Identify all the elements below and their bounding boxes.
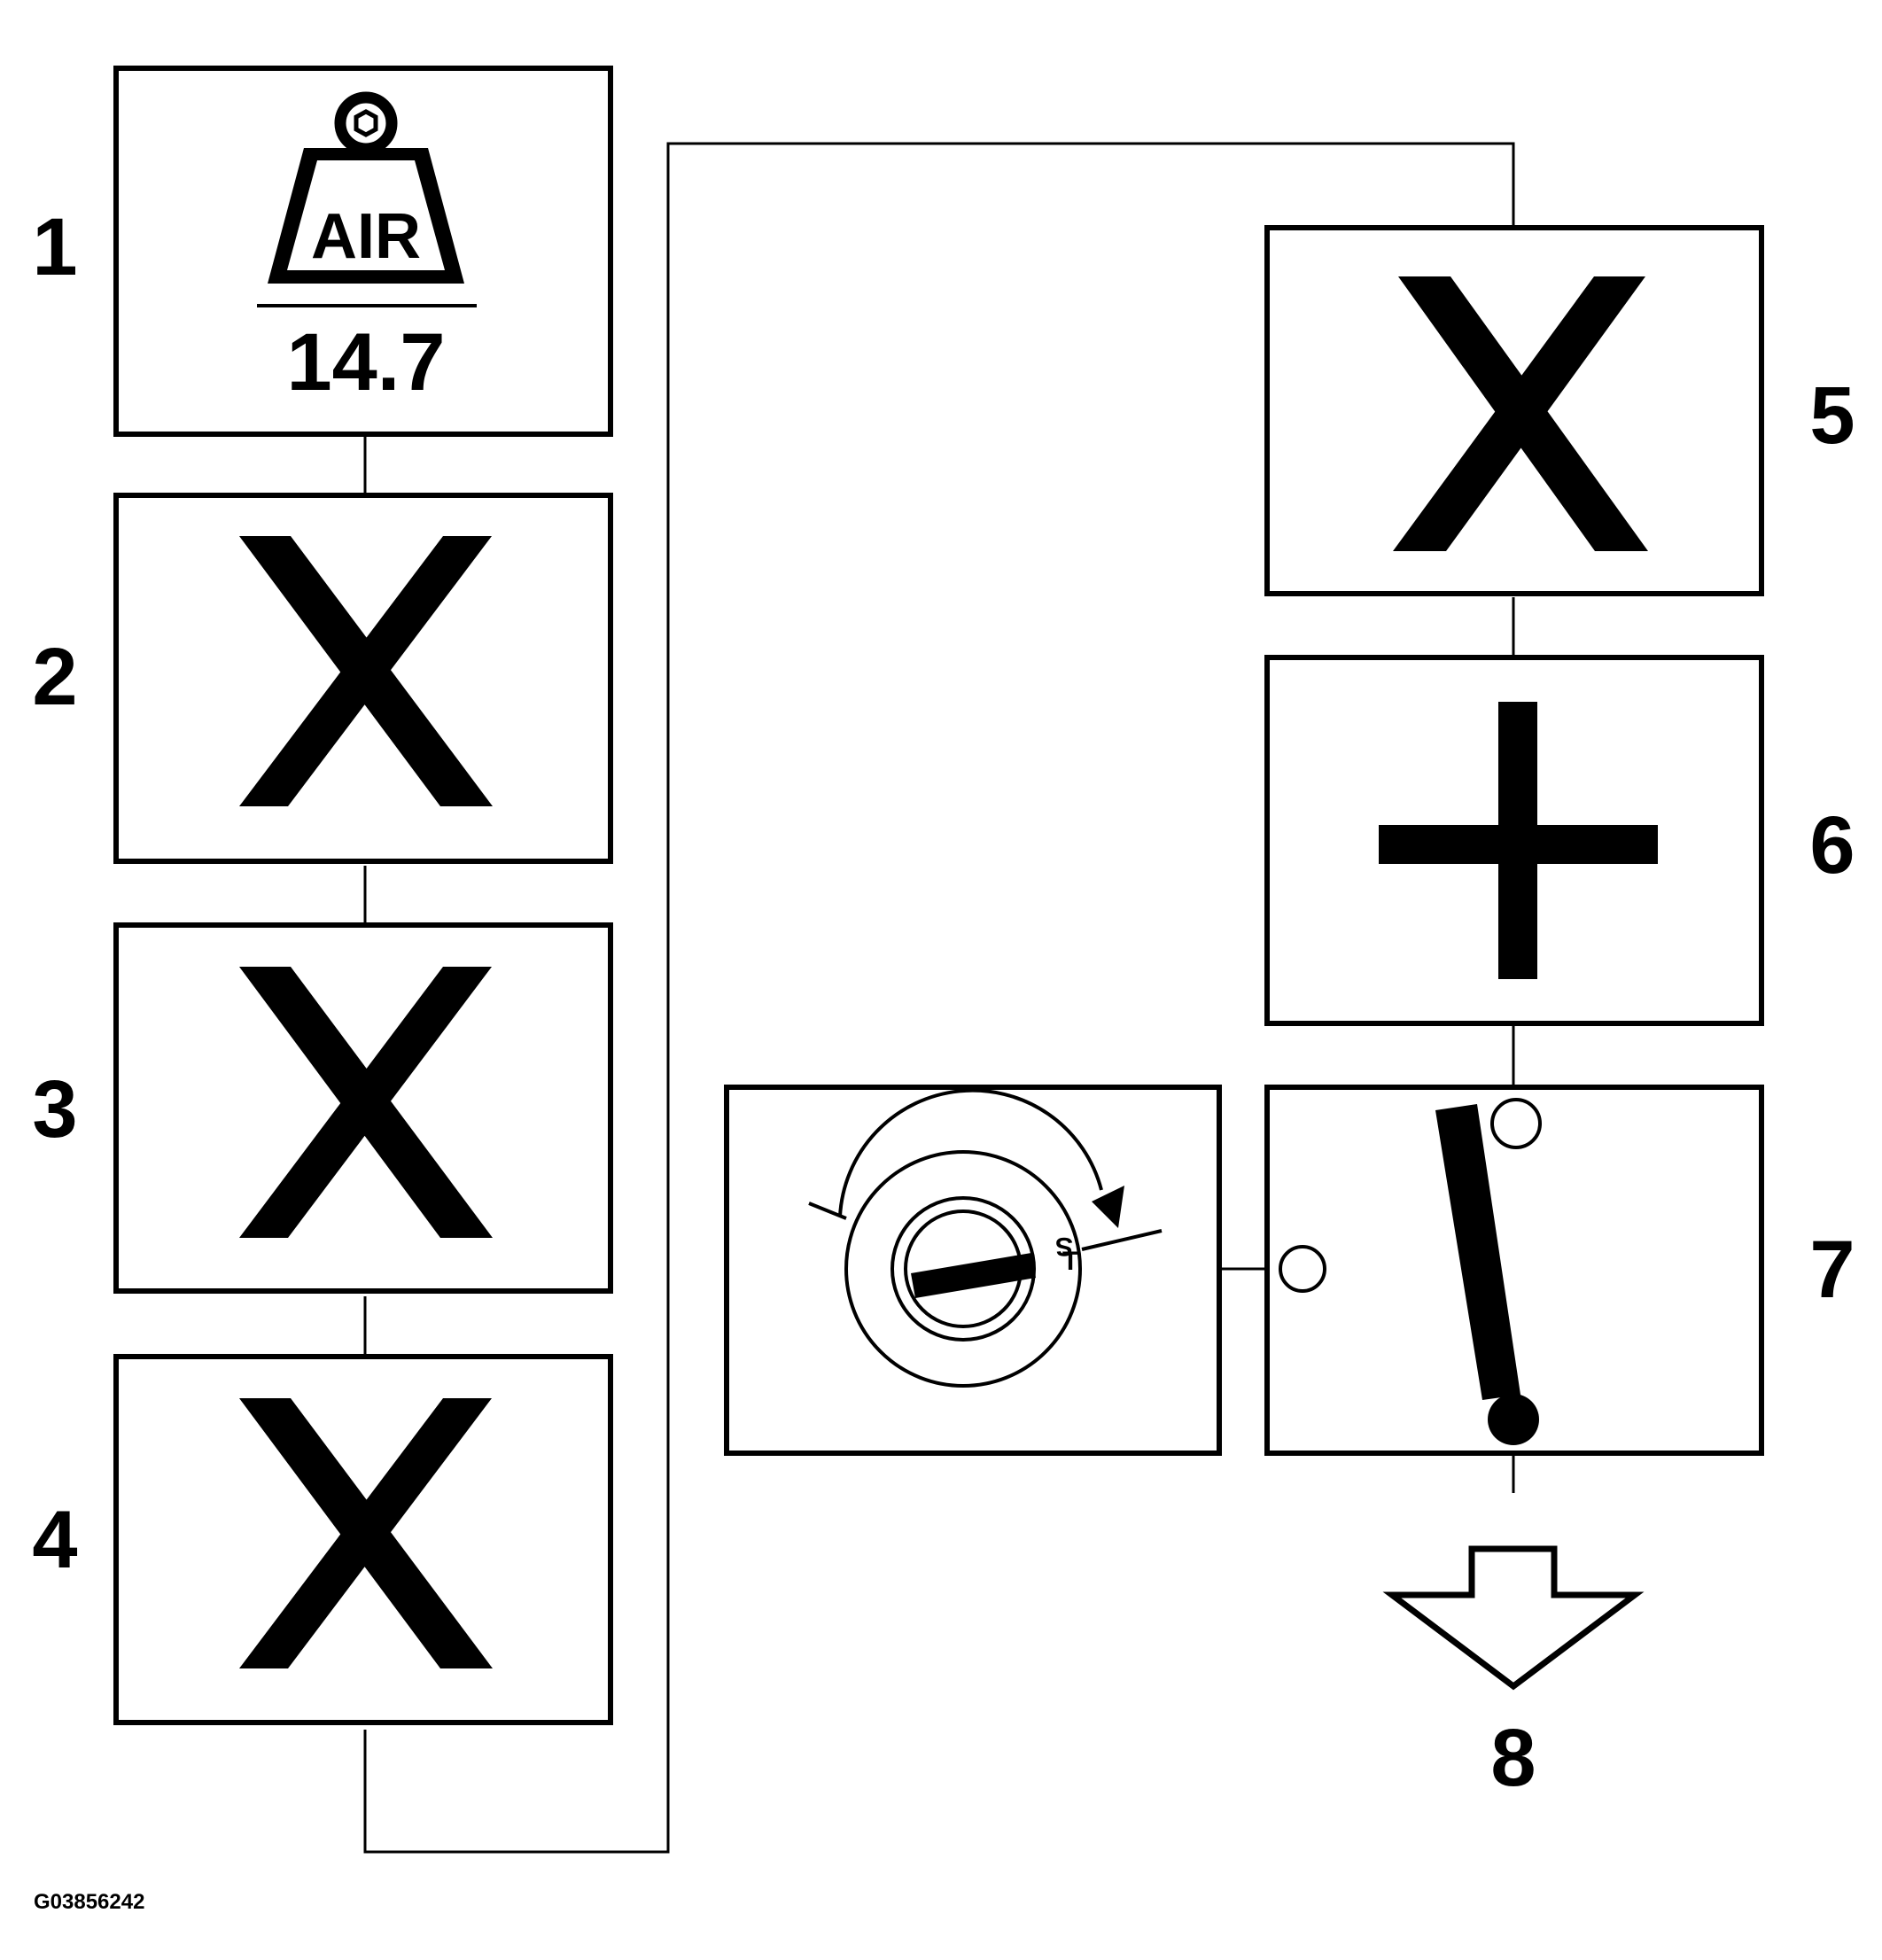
connector-lines xyxy=(363,142,1515,1854)
reference-code: G03856242 xyxy=(34,1890,144,1914)
ignition-switch-box: S T xyxy=(724,1085,1222,1456)
step-3-label: 3 xyxy=(32,1064,77,1155)
x-mark-icon xyxy=(239,536,493,806)
pressure-value: 14.7 xyxy=(286,317,445,408)
step-2-label: 2 xyxy=(32,632,77,722)
x-mark-icon xyxy=(239,967,493,1238)
step-6-box xyxy=(1264,655,1764,1026)
step-1-label: 1 xyxy=(32,202,77,292)
toggle-switch-icon xyxy=(1435,1098,1542,1445)
x-mark-icon xyxy=(239,1398,493,1668)
step-4-box xyxy=(113,1354,613,1725)
tire-pressure-weight-icon xyxy=(268,91,464,284)
step-2-box xyxy=(113,493,613,864)
step-1-box: AIR 14.7 xyxy=(113,66,613,437)
weight-label: AIR xyxy=(311,201,421,272)
down-arrow-icon xyxy=(1382,1545,1645,1691)
ignition-position-t: T xyxy=(1062,1247,1078,1276)
x-mark-icon xyxy=(1393,276,1648,551)
connection-node xyxy=(1279,1245,1326,1293)
step-8-label: 8 xyxy=(1490,1713,1536,1803)
ignition-position-s: S xyxy=(1055,1232,1073,1261)
step-5-box xyxy=(1264,225,1764,596)
ignition-key-icon: S T xyxy=(808,1088,1163,1388)
step-3-box xyxy=(113,922,613,1294)
step-6-label: 6 xyxy=(1809,800,1855,891)
step-7-label: 7 xyxy=(1809,1225,1855,1315)
step-7-box xyxy=(1264,1085,1764,1456)
plus-icon xyxy=(1379,702,1658,979)
step-4-label: 4 xyxy=(32,1495,77,1585)
step-5-label: 5 xyxy=(1809,370,1855,461)
